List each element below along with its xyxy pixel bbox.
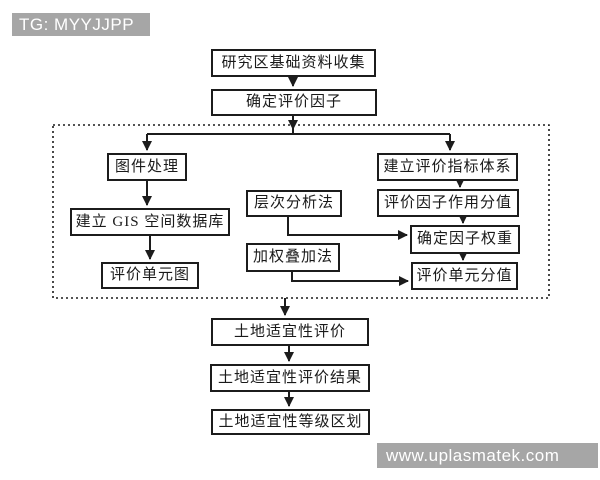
node-land-suitability-evaluation: 土地适宜性评价: [211, 318, 369, 346]
node-gis-spatial-database: 建立 GIS 空间数据库: [70, 208, 230, 236]
node-ahp-method: 层次分析法: [246, 190, 342, 217]
watermark-bottom-right: www.uplasmatek.com: [377, 443, 598, 468]
watermark-top-left: TG: MYYJJPP: [12, 13, 150, 36]
node-weighted-overlay-method: 加权叠加法: [246, 243, 340, 272]
node-evaluation-unit-score: 评价单元分值: [411, 262, 518, 290]
node-factor-effect-score: 评价因子作用分值: [377, 189, 519, 217]
node-evaluation-index-system: 建立评价指标体系: [377, 153, 518, 181]
node-land-suitability-evaluation-result: 土地适宜性评价结果: [210, 364, 370, 392]
node-determine-factor-weights: 确定因子权重: [410, 225, 520, 254]
node-research-data-collection: 研究区基础资料收集: [211, 49, 376, 77]
dotted-group-border: [52, 124, 550, 299]
node-land-suitability-grade-zoning: 土地适宜性等级区划: [211, 409, 370, 435]
node-evaluation-unit-map: 评价单元图: [101, 262, 199, 289]
node-image-processing: 图件处理: [107, 153, 187, 181]
node-determine-evaluation-factors: 确定评价因子: [211, 89, 377, 116]
